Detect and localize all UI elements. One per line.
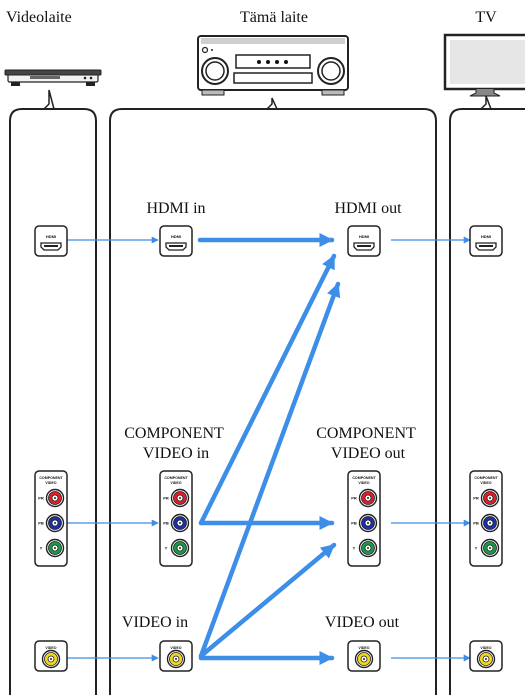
receiver-in-video-jack: VIDEO — [159, 640, 193, 672]
component-in-label-line2: VIDEO in — [143, 445, 209, 462]
receiver-in-hdmi-jack: HDMI — [159, 225, 193, 257]
video-in-label: VIDEO in — [122, 614, 188, 631]
source-video-jack: VIDEO — [34, 640, 68, 672]
thin-arrows — [66, 236, 471, 662]
component-jack-text-line2: VIDEO — [45, 481, 56, 485]
component-jack-text-line2: VIDEO — [358, 481, 369, 485]
y-green-jack-label: Y — [165, 546, 168, 551]
hdmi-in-label: HDMI in — [146, 200, 205, 217]
source-panel — [9, 89, 97, 695]
thick-arrows — [197, 233, 341, 665]
receiver-icon — [197, 35, 349, 96]
pr-red-jack-label: PR — [473, 496, 479, 501]
pr-red-jack-label: PR — [38, 496, 44, 501]
tv-panel — [449, 95, 525, 695]
component-in-label-line1: COMPONENT — [124, 425, 224, 442]
hdmi-jack-text: HDMI — [359, 234, 369, 239]
component-jack-text-line2: VIDEO — [480, 481, 491, 485]
pb-blue-jack-label: PB — [351, 521, 357, 526]
hdmi-jack-text: HDMI — [171, 234, 181, 239]
receiver-out-hdmi-jack: HDMI — [347, 225, 381, 257]
source-hdmi-jack: HDMI — [34, 225, 68, 257]
pr-red-jack-label: PR — [163, 496, 169, 501]
hdmi-jack-text: HDMI — [46, 234, 56, 239]
receiver-out-video-jack: VIDEO — [347, 640, 381, 672]
video-in-to-hdmi-out-arrow — [198, 281, 341, 659]
component-in-to-hdmi-out-arrow — [198, 253, 337, 526]
pb-blue-jack-label: PB — [473, 521, 479, 526]
y-green-jack-label: Y — [353, 546, 356, 551]
pb-blue-jack-label: PB — [38, 521, 44, 526]
video-jack-text: VIDEO — [170, 646, 181, 650]
y-green-jack-label: Y — [40, 546, 43, 551]
receiver-title: Tämä laite — [240, 9, 308, 26]
pb-blue-jack-label: PB — [163, 521, 169, 526]
video-in-to-component-out-arrow — [198, 542, 337, 659]
tv-title: TV — [475, 9, 497, 26]
component-jack-text-line1: COMPONENT — [474, 476, 498, 480]
tv-hdmi-jack: HDMI — [469, 225, 503, 257]
video-jack-text: VIDEO — [358, 646, 369, 650]
hdmi-jack-text: HDMI — [481, 234, 491, 239]
tv-video-jack: VIDEO — [469, 640, 503, 672]
video-player-icon — [4, 69, 102, 86]
component-jack-text-line1: COMPONENT — [164, 476, 188, 480]
y-green-jack-label: Y — [475, 546, 478, 551]
video-jack-text: VIDEO — [45, 646, 56, 650]
hdmi-out-label: HDMI out — [334, 200, 402, 217]
receiver-panel — [109, 97, 437, 695]
tv-icon — [443, 33, 525, 97]
video-out-label: VIDEO out — [325, 614, 400, 631]
component-jack-text-line2: VIDEO — [170, 481, 181, 485]
source-device-title: Videolaite — [6, 9, 72, 26]
component-out-label-line2: VIDEO out — [331, 445, 406, 462]
component-jack-text-line1: COMPONENT — [39, 476, 63, 480]
component-out-label-line1: COMPONENT — [316, 425, 416, 442]
component-jack-text-line1: COMPONENT — [352, 476, 376, 480]
pr-red-jack-label: PR — [351, 496, 357, 501]
jacks: HDMICOMPONENTVIDEOPRPBYVIDEOHDMICOMPONEN… — [34, 225, 503, 672]
video-jack-text: VIDEO — [480, 646, 491, 650]
